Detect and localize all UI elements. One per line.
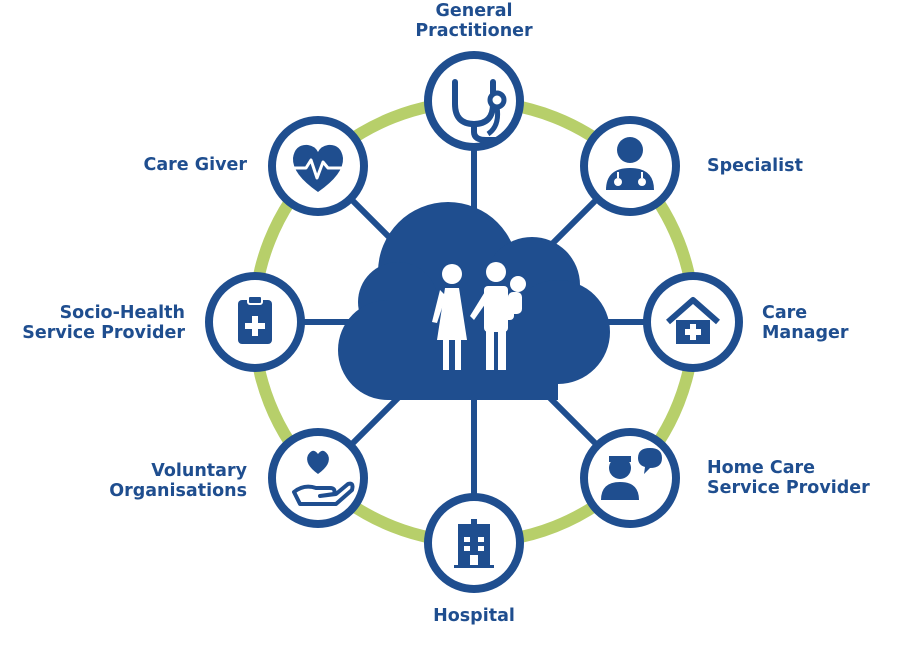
stethoscope-icon xyxy=(452,79,498,143)
label-care-giver: Care Giver xyxy=(60,155,247,175)
label-voluntary: Voluntary Organisations xyxy=(60,461,247,501)
hospital-line1: Hospital xyxy=(433,606,515,626)
home-medical-icon xyxy=(666,297,720,344)
home-care-line1: Home Care xyxy=(707,458,816,478)
doctor-icon xyxy=(606,137,654,190)
label-general-practitioner: General Practitioner xyxy=(394,1,554,41)
socio-health-line2: Service Provider xyxy=(22,323,185,343)
clipboard-medical-icon xyxy=(238,295,272,344)
heartbeat-icon xyxy=(292,144,344,192)
label-care-manager: Care Manager xyxy=(762,303,849,343)
node-hospital xyxy=(424,493,524,593)
node-general-practitioner xyxy=(424,51,524,151)
general-practitioner-line2: Practitioner xyxy=(415,21,533,41)
hand-heart-icon xyxy=(292,450,355,506)
care-manager-line1: Care xyxy=(762,303,808,323)
care-giver-line1: Care Giver xyxy=(143,155,247,175)
socio-health-line1: Socio-Health xyxy=(59,303,185,323)
label-specialist: Specialist xyxy=(707,156,803,176)
node-care-giver xyxy=(268,116,368,216)
general-practitioner-line1: General xyxy=(435,1,513,21)
voluntary-line2: Organisations xyxy=(109,481,247,501)
node-specialist xyxy=(580,116,680,216)
node-care-manager xyxy=(643,272,743,372)
node-socio-health xyxy=(205,272,305,372)
hospital-building-icon xyxy=(454,519,494,568)
home-care-line2: Service Provider xyxy=(707,478,870,498)
family-cloud-icon xyxy=(338,202,610,400)
node-home-care xyxy=(580,428,680,528)
voluntary-line1: Voluntary xyxy=(151,461,247,481)
node-voluntary xyxy=(268,428,368,528)
nurse-chat-icon xyxy=(601,448,662,500)
label-home-care: Home Care Service Provider xyxy=(707,458,870,498)
care-manager-line2: Manager xyxy=(762,323,849,343)
specialist-line1: Specialist xyxy=(707,156,803,176)
label-hospital: Hospital xyxy=(394,606,554,626)
label-socio-health: Socio-Health Service Provider xyxy=(4,303,185,343)
